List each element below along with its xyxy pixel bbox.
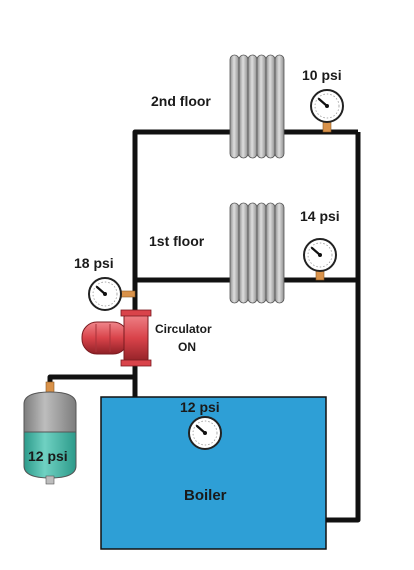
circulator-pump-icon bbox=[81, 309, 152, 367]
first-floor-gauge-reading: 14 psi bbox=[300, 208, 340, 224]
pump-outlet-gauge-reading: 18 psi bbox=[74, 255, 114, 271]
boiler-label: Boiler bbox=[184, 487, 227, 504]
second-floor-label: 2nd floor bbox=[151, 93, 211, 109]
circulator-label-line2: ON bbox=[178, 340, 196, 354]
pump-outlet-gauge-icon bbox=[88, 277, 122, 311]
expansion-tank-pipe bbox=[47, 374, 135, 392]
second-floor-radiator bbox=[229, 54, 285, 159]
first-floor-gauge-icon bbox=[303, 238, 337, 272]
return-riser-pipe bbox=[326, 132, 361, 523]
boiler-gauge-reading: 12 psi bbox=[180, 399, 220, 415]
boiler-gauge-icon bbox=[188, 416, 222, 450]
second-floor-gauge-icon bbox=[310, 89, 344, 123]
expansion-tank-reading: 12 psi bbox=[28, 448, 68, 464]
second-floor-gauge-reading: 10 psi bbox=[302, 67, 342, 83]
circulator-label-line1: Circulator bbox=[155, 322, 212, 336]
expansion-tank-icon bbox=[23, 381, 77, 485]
first-floor-radiator bbox=[229, 202, 285, 304]
first-floor-label: 1st floor bbox=[149, 233, 205, 249]
